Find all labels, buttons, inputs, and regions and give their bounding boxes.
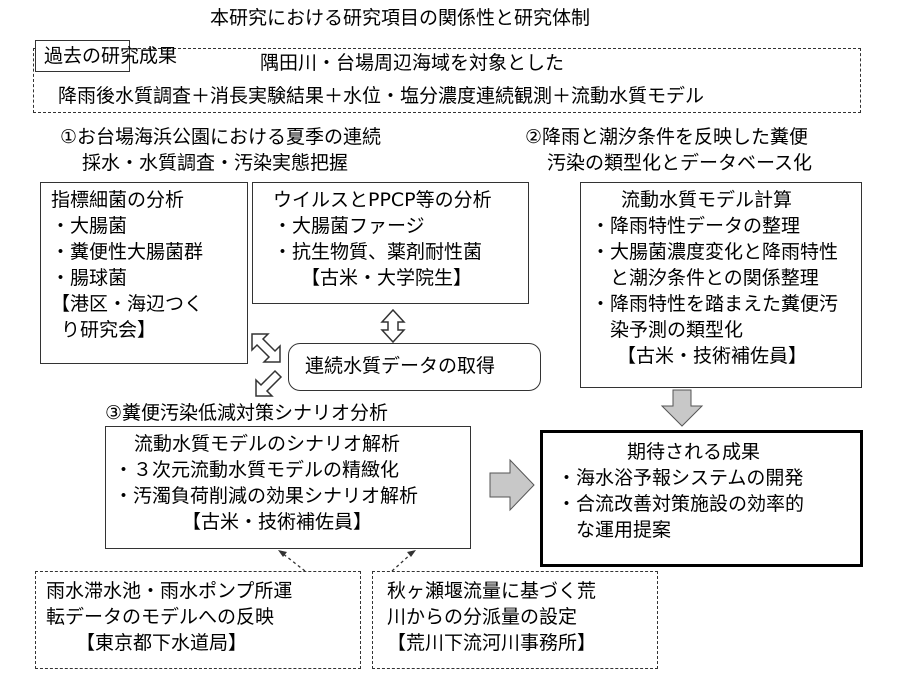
box-line: り研究会】 [61,319,157,341]
continuous-data-box: 連続水質データの取得 [288,343,541,391]
box-line: 雨水滞水池・雨水ポンプ所運 [46,580,293,602]
box-line: ・３次元流動水質モデルの精緻化 [114,459,400,481]
arakawa-office-box: 秋ヶ瀬堰流量に基づく荒 川からの分派量の設定 【荒川下流河川事務所】 [372,571,658,669]
box-line: ・抗生物質、薬剤耐性菌 [273,241,483,263]
diagram-title: 本研究における研究項目の関係性と研究体制 [209,7,590,29]
box-line: 川からの分派量の設定 [387,606,578,628]
box-line: 【古米・技術補佐員】 [182,511,373,533]
box-line: 【荒川下流河川事務所】 [387,632,597,654]
arrow-down-left-icon [255,369,283,397]
box-line: 【港区・海辺つく [51,293,204,315]
box-line: 転データのモデルへの反映 [46,606,275,628]
dashed-arrow-left-head-icon [278,550,287,557]
box-header: 流動水質モデル計算 [621,189,793,211]
section3-label: ③糞便汚染低減対策シナリオ分析 [105,402,389,424]
continuous-data-label: 連続水質データの取得 [305,355,496,377]
box-line: 秋ヶ瀬堰流量に基づく荒 [387,580,597,602]
box-line: ・大腸菌 [51,215,128,237]
box-line: ・降雨特性を踏まえた糞便汚 [591,293,839,315]
section2-line1: ②降雨と潮汐条件を反映した糞便 [525,126,809,148]
box-line: 【古米・大学院生】 [301,267,473,289]
box-header: 流動水質モデルのシナリオ解析 [134,433,401,455]
arrow-down-icon [660,389,704,427]
box-line: と潮汐条件との関係整理 [591,267,819,289]
box-line: ・合流改善対策施設の効率的 [557,493,805,515]
box-line: ・糞便性大腸菌群 [51,241,204,263]
dashed-arrow-left [281,552,306,572]
section1-line1: ①お台場海浜公園における夏季の連続 [60,126,382,148]
box-line: ・海水浴予報システムの開発 [557,467,804,489]
box-line: ・汚濁負荷削減の効果シナリオ解析 [114,485,419,507]
dashed-arrow-right-head-icon [407,550,416,557]
double-arrow-diagonal-icon [251,333,281,363]
past-results-label-box: 過去の研究成果 [35,40,177,72]
indicator-bacteria-box: 指標細菌の分析 ・大腸菌 ・糞便性大腸菌群 ・腸球菌 【港区・海辺つく り研究会… [40,182,248,364]
box-line: な運用提案 [557,519,672,541]
section1-heading: ①お台場海浜公園における夏季の連続 採水・水質調査・汚染実態把握 [60,124,381,176]
box-line: ・降雨特性データの整理 [591,215,801,237]
box-header: ウイルスとPPCP等の分析 [273,189,492,211]
arrow-right-icon [489,458,535,512]
expected-outcome-box: 期待される成果 ・海水浴予報システムの開発 ・合流改善対策施設の効率的 な運用提… [540,430,863,567]
box-line: ・大腸菌濃度変化と降雨特性 [591,241,839,263]
past-results-line1: 隅田川・台場周辺海域を対象とした [260,52,565,74]
section2-line2: 汚染の類型化とデータベース化 [547,152,813,174]
past-results-line2: 降雨後水質調査＋消長実験結果＋水位・塩分濃度連続観測＋流動水質モデル [58,85,705,107]
sewer-bureau-box: 雨水滞水池・雨水ポンプ所運 転データのモデルへの反映 【東京都下水道局】 [35,571,361,669]
virus-ppcp-box: ウイルスとPPCP等の分析 ・大腸菌ファージ ・抗生物質、薬剤耐性菌 【古米・大… [252,182,529,304]
dashed-arrow-right [391,552,413,572]
box-line: ・大腸菌ファージ [273,215,425,237]
box-line: 【東京都下水道局】 [76,632,248,654]
section1-line2: 採水・水質調査・汚染実態把握 [82,152,349,174]
double-arrow-vertical-icon [380,308,406,344]
scenario-analysis-box: 流動水質モデルのシナリオ解析 ・３次元流動水質モデルの精緻化 ・汚濁負荷削減の効… [105,426,471,549]
box-line: 【古米・技術補佐員】 [617,345,808,367]
past-results-label: 過去の研究成果 [44,45,178,67]
box-line: 染予測の類型化 [591,319,744,341]
flow-model-box: 流動水質モデル計算 ・降雨特性データの整理 ・大腸菌濃度変化と降雨特性 と潮汐条… [580,182,862,388]
box-header: 指標細菌の分析 [51,189,185,211]
section2-heading: ②降雨と潮汐条件を反映した糞便 汚染の類型化とデータベース化 [525,124,812,176]
box-header: 期待される成果 [627,441,761,463]
past-results-box [33,48,861,113]
box-line: ・腸球菌 [51,267,128,289]
section3-heading: ③糞便汚染低減対策シナリオ分析 [105,400,388,426]
